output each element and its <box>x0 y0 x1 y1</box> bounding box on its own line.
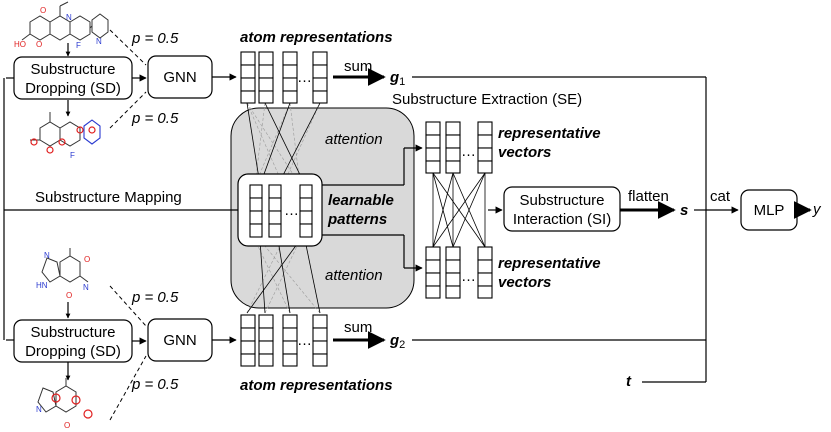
sd-top-label-2: Dropping (SD) <box>25 80 121 97</box>
svg-text:O: O <box>64 421 70 430</box>
learnable-patterns-dots: … <box>284 202 299 219</box>
rep-vectors-top-label-2: vectors <box>498 144 551 161</box>
sum-bottom-label: sum <box>344 319 372 336</box>
atom-representations-bottom-label: atom representations <box>240 377 393 394</box>
gnn-top-label: GNN <box>163 69 196 86</box>
p-top-lower: p = 0.5 <box>131 110 179 127</box>
molecule-top-dropped: F <box>30 112 101 160</box>
rep-vectors-top-label-1: representative <box>498 125 601 142</box>
sd-bottom-label-1: Substructure <box>30 324 115 341</box>
sd-top-label-1: Substructure <box>30 61 115 78</box>
se-title: Substructure Extraction (SE) <box>392 91 582 108</box>
t-label: t <box>626 373 632 390</box>
y-label: y <box>812 201 822 218</box>
svg-text:N: N <box>96 37 102 46</box>
interaction-lines <box>432 172 486 248</box>
flatten-label: flatten <box>628 188 669 205</box>
learnable-pattern-vectors <box>249 184 313 238</box>
svg-text:HN: HN <box>36 281 48 290</box>
svg-text:N: N <box>44 251 50 260</box>
svg-text:O: O <box>36 40 42 49</box>
sd-bottom-label-2: Dropping (SD) <box>25 343 121 360</box>
si-label-2: Interaction (SI) <box>513 211 611 228</box>
rep-vectors-bottom-label-1: representative <box>498 255 601 272</box>
svg-text:O: O <box>84 255 90 264</box>
rep-dots-top: … <box>461 143 476 160</box>
atom-representation-vectors-bottom <box>240 314 328 367</box>
mlp-label: MLP <box>754 202 785 219</box>
attention-lines <box>246 102 321 314</box>
si-label-1: Substructure <box>519 192 604 209</box>
gnn-bottom-label: GNN <box>163 332 196 349</box>
atom-representation-vectors-top <box>240 51 328 104</box>
sum-top-label: sum <box>344 58 372 75</box>
svg-text:N: N <box>83 283 89 292</box>
molecule-bottom-original: N HN O O N <box>36 248 90 300</box>
g1-label: g1 <box>389 69 405 88</box>
atom-dots-bottom: … <box>297 332 312 349</box>
svg-text:F: F <box>76 41 81 50</box>
s-label: s <box>680 202 688 219</box>
atom-representations-top-label: atom representations <box>240 29 393 46</box>
p-bottom-lower: p = 0.5 <box>131 376 179 393</box>
g2-label: g2 <box>389 332 405 351</box>
molecule-bottom-dropped: N O <box>36 378 93 430</box>
rep-vectors-bottom-label-2: vectors <box>498 274 551 291</box>
p-bottom-upper: p = 0.5 <box>131 289 179 306</box>
molecule-top-original: HO O O F N N <box>14 1 109 50</box>
svg-text:O: O <box>66 291 72 300</box>
learnable-patterns-label-2: patterns <box>327 211 387 228</box>
svg-text:F: F <box>70 151 75 160</box>
substructure-mapping-label: Substructure Mapping <box>35 189 182 206</box>
attention-top-label: attention <box>325 131 383 148</box>
svg-text:N: N <box>36 405 42 414</box>
p-top-upper: p = 0.5 <box>131 30 179 47</box>
svg-text:HO: HO <box>14 40 26 49</box>
attention-bottom-label: attention <box>325 267 383 284</box>
learnable-patterns-label-1: learnable <box>328 192 394 209</box>
svg-text:N: N <box>66 13 72 22</box>
representative-vectors-bottom <box>425 246 493 299</box>
rep-dots-bottom: … <box>461 268 476 285</box>
atom-dots-top: … <box>297 69 312 86</box>
svg-text:O: O <box>40 6 46 15</box>
cat-label: cat <box>710 188 731 205</box>
representative-vectors-top <box>425 121 493 174</box>
